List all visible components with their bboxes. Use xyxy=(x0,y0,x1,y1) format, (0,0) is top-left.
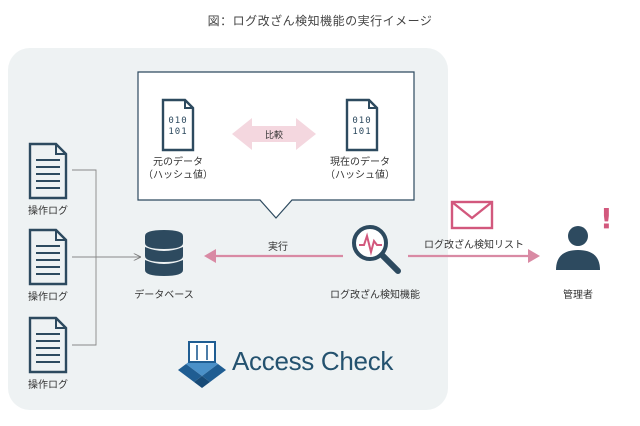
detector-label: ログ改ざん検知機能 xyxy=(330,290,420,301)
label-line: （ハッシュ値） xyxy=(325,170,395,181)
alert-list-label: ログ改ざん検知リスト xyxy=(424,240,524,251)
original-hash-document-icon xyxy=(161,98,195,152)
log-connector-lines xyxy=(72,169,140,346)
comparison-double-arrow-icon xyxy=(232,118,316,150)
original-hash-bits: 010 101 xyxy=(163,116,193,138)
log-file-icon xyxy=(28,228,68,286)
label-line: 元のデータ xyxy=(153,157,203,168)
current-hash-document-icon xyxy=(345,98,379,152)
brand-name: Access Check xyxy=(232,346,394,376)
bits-row: 101 xyxy=(352,127,372,137)
comparison-callout xyxy=(137,71,415,219)
database-label: データベース xyxy=(134,290,194,301)
comparison-label: 比較 xyxy=(264,131,283,141)
bits-row: 101 xyxy=(168,127,188,137)
bits-row: 010 xyxy=(352,116,372,126)
current-data-label: 現在のデータ （ハッシュ値） xyxy=(318,156,402,182)
alert-arrow-icon xyxy=(408,249,540,263)
execute-label: 実行 xyxy=(268,242,288,253)
diagram-title: 図：ログ改ざん検知機能の実行イメージ xyxy=(207,14,433,28)
database-icon xyxy=(145,230,183,276)
magnifier-pulse-icon xyxy=(352,225,401,274)
label-line: 現在のデータ xyxy=(330,157,390,168)
label-line: （ハッシュ値） xyxy=(143,170,213,181)
log-file-icon xyxy=(28,316,68,374)
access-check-logo-icon xyxy=(178,341,226,388)
original-data-label: 元のデータ （ハッシュ値） xyxy=(138,156,218,182)
current-hash-bits: 010 101 xyxy=(347,116,377,138)
alert-exclamation-icon: ! xyxy=(600,202,613,235)
bits-row: 010 xyxy=(168,116,188,126)
administrator-label: 管理者 xyxy=(563,290,593,301)
log-label: 操作ログ xyxy=(28,206,68,217)
log-label: 操作ログ xyxy=(28,380,68,391)
execute-arrow-icon xyxy=(204,249,343,263)
envelope-icon xyxy=(450,200,494,230)
log-label: 操作ログ xyxy=(28,292,68,303)
administrator-person-icon xyxy=(556,226,600,270)
log-file-icon xyxy=(28,142,68,200)
